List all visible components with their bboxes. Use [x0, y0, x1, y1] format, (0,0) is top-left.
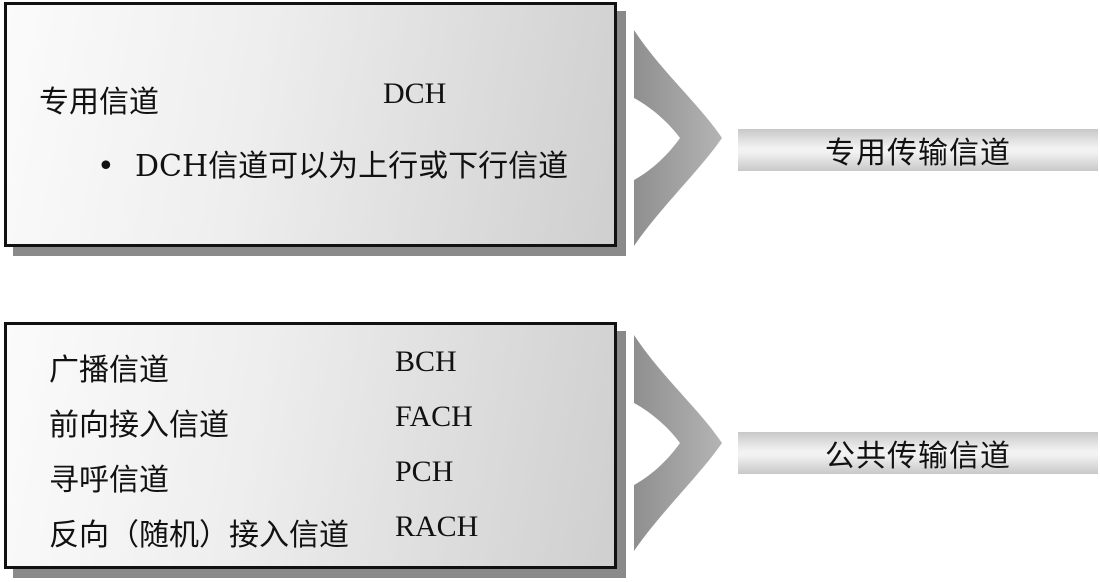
dedicated-channel-box: 专用信道 DCH • DCH信道可以为上行或下行信道 [4, 2, 617, 247]
dedicated-transport-channel-label: 专用传输信道 [738, 129, 1098, 171]
bullet-dot-icon: • [97, 149, 115, 184]
arrow-right-icon [634, 335, 722, 551]
dedicated-channel-name: 专用信道 [39, 85, 159, 120]
dedicated-channel-bullet-text: DCH信道可以为上行或下行信道 [135, 149, 569, 184]
dedicated-channel-bullet: • DCH信道可以为上行或下行信道 [97, 141, 568, 185]
common-channel-code-4: RACH [395, 510, 479, 543]
dedicated-channel-code: DCH [383, 77, 447, 110]
common-channel-box: 广播信道 BCH 前向接入信道 FACH 寻呼信道 PCH 反向（随机）接入信道… [4, 322, 617, 569]
common-channel-name-2: 前向接入信道 [49, 408, 229, 443]
common-channel-name-4: 反向（随机）接入信道 [49, 518, 349, 553]
arrow-right-icon [634, 30, 722, 246]
common-transport-channel-label: 公共传输信道 [738, 432, 1098, 474]
common-channel-name-3: 寻呼信道 [49, 463, 169, 498]
common-channel-code-2: FACH [395, 400, 473, 433]
common-channel-code-1: BCH [395, 345, 457, 378]
common-channel-name-1: 广播信道 [49, 353, 169, 388]
common-channel-code-3: PCH [395, 455, 454, 488]
